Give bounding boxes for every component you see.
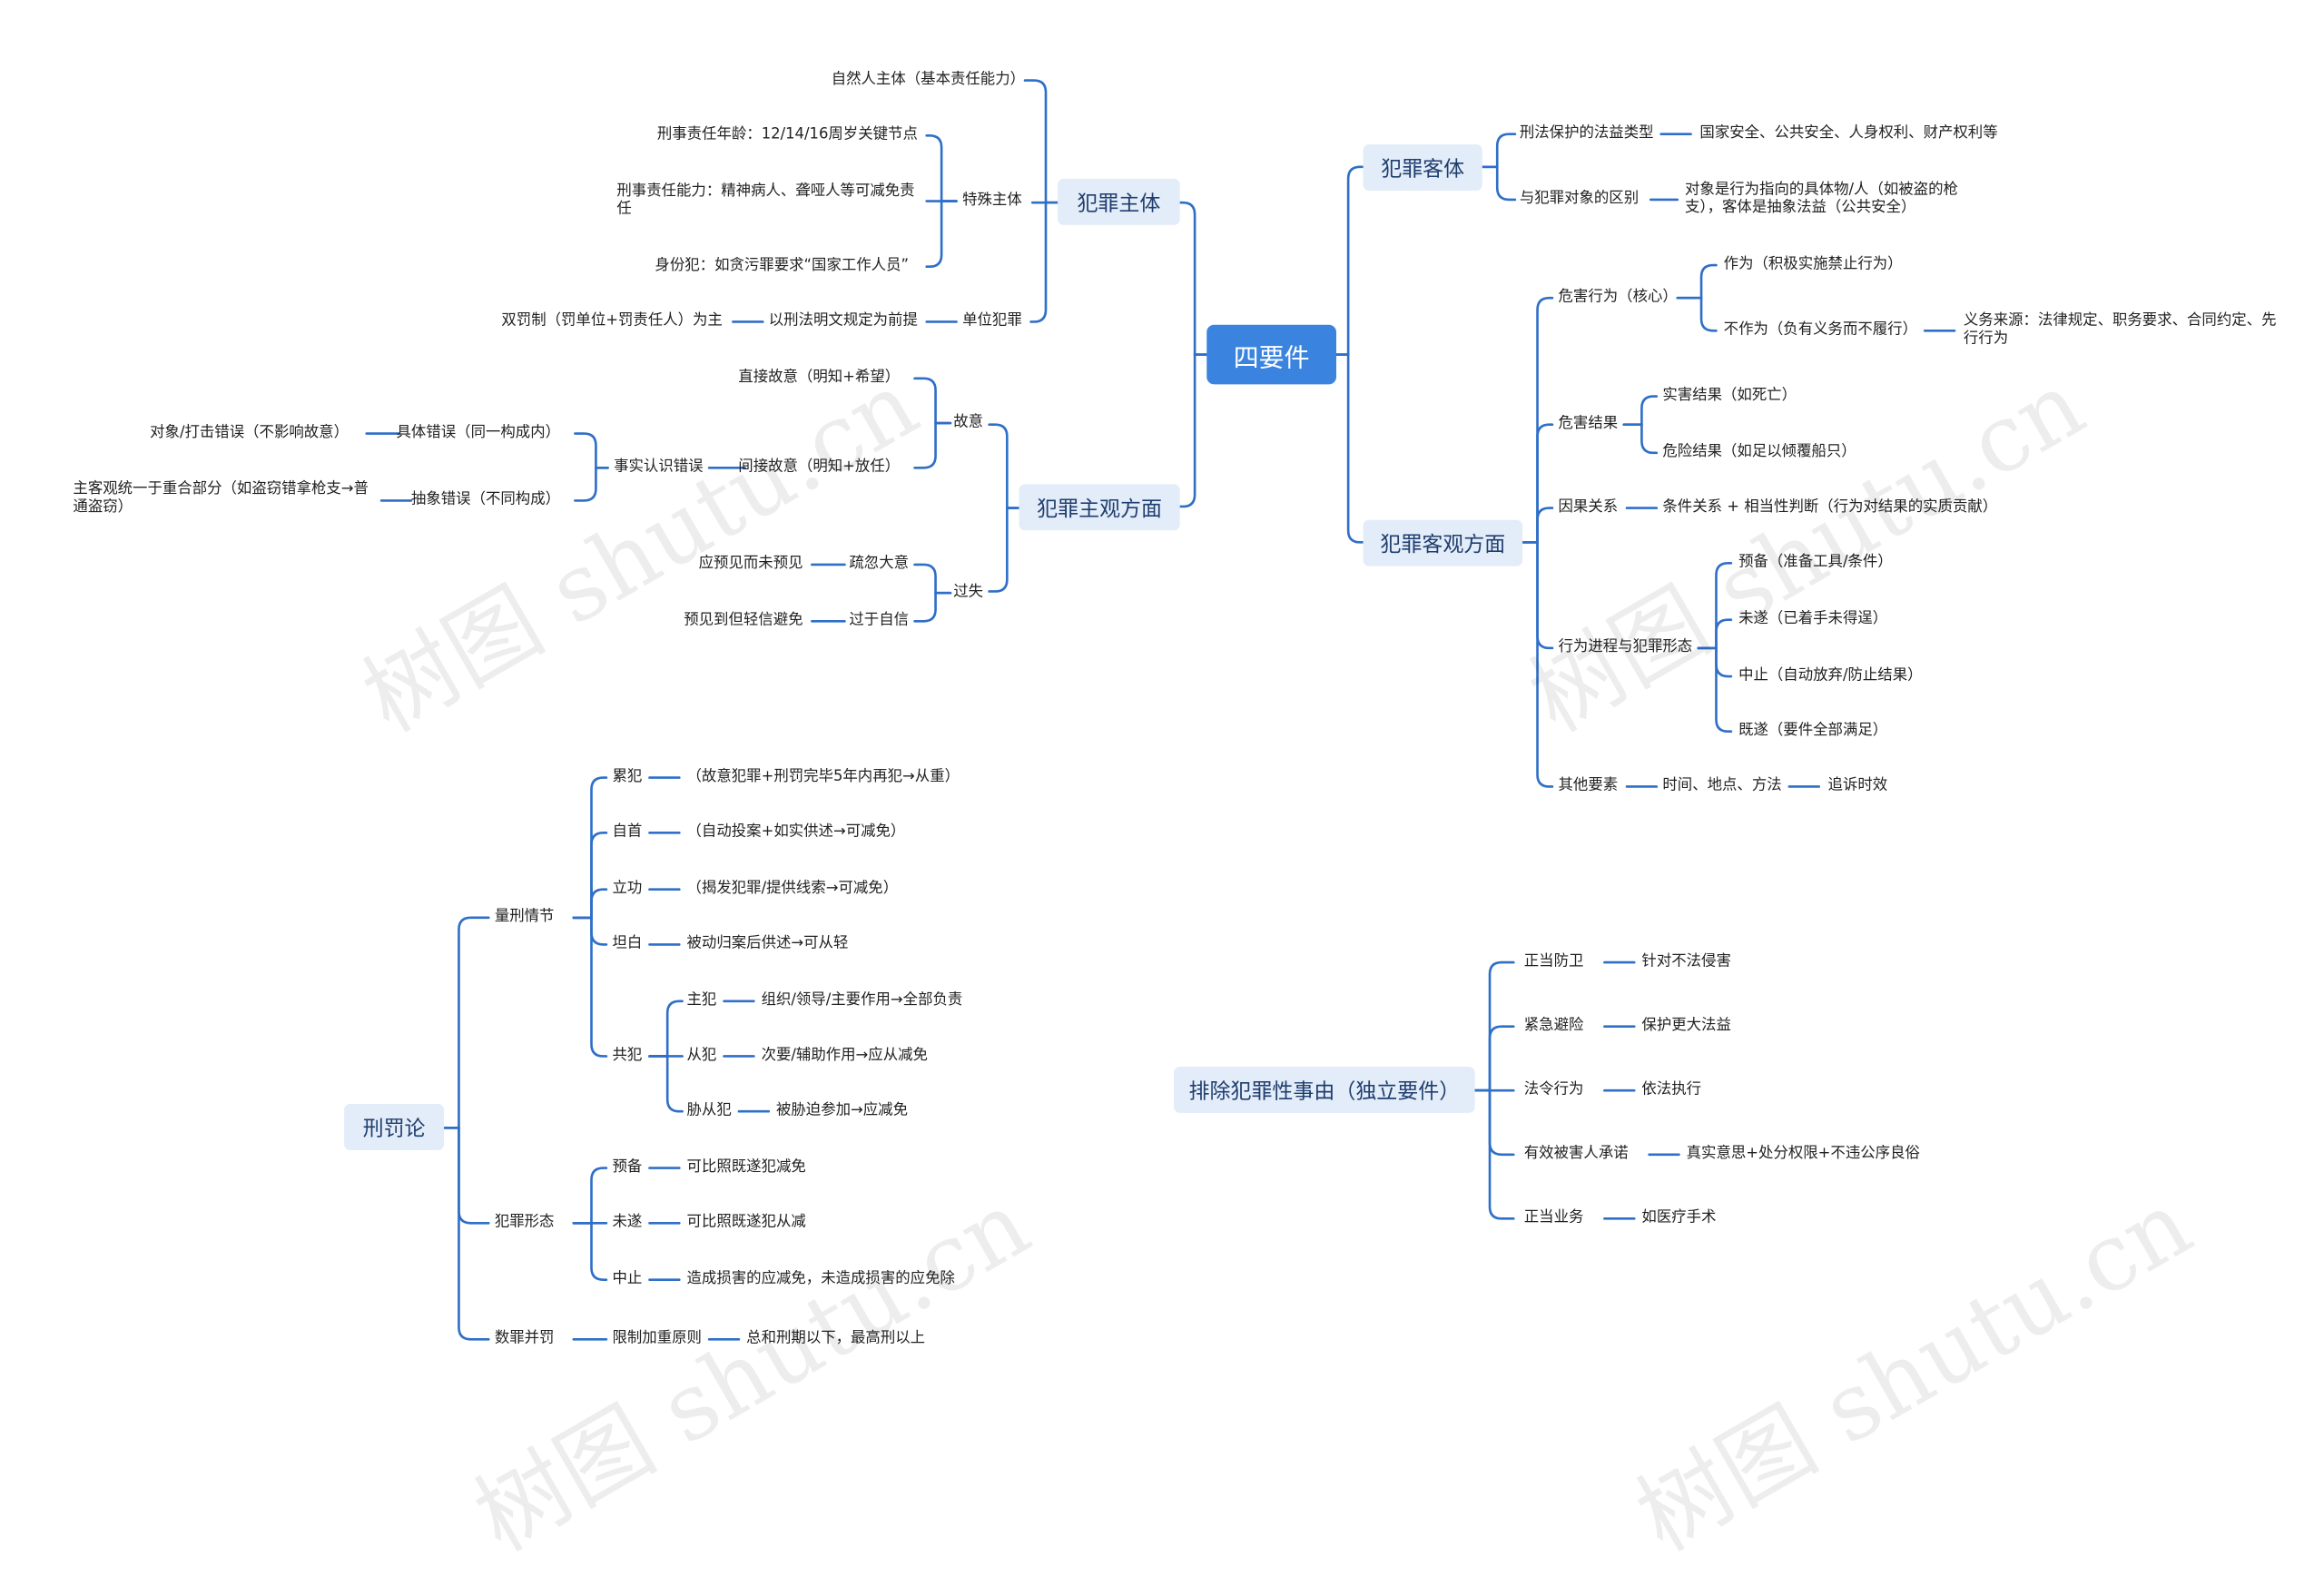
node-intent[interactable]: 故意 xyxy=(953,414,984,431)
mind-map-canvas: 树图 shutu.cn 树图 shutu.cn 树图 shutu.cn 树图 s… xyxy=(73,71,2277,1572)
node-form-abandon-note[interactable]: 造成损害的应减免，未造成损害的应免除 xyxy=(686,1270,955,1287)
node-form-attempt[interactable]: 未遂 xyxy=(612,1214,643,1231)
node-other-elements[interactable]: 其他要素 xyxy=(1558,777,1619,794)
node-form-prep[interactable]: 预备 xyxy=(612,1158,643,1176)
node-actual-result[interactable]: 实害结果（如死亡） xyxy=(1662,387,1797,404)
node-causation-note[interactable]: 条件关系 + 相当性判断（行为对结果的实质贡献） xyxy=(1662,498,1998,516)
node-harmful-act[interactable]: 危害行为（核心） xyxy=(1558,289,1678,306)
node-identity[interactable]: 身份犯：如贪污罪要求“国家工作人员” xyxy=(655,257,910,274)
node-confession[interactable]: 坦白 xyxy=(612,935,643,952)
node-exclusion-value[interactable]: 针对不法侵害 xyxy=(1641,953,1731,970)
node-recidivism-note[interactable]: （故意犯罪+刑罚完毕5年内再犯→从重） xyxy=(686,768,960,785)
node-object-diff[interactable]: 与犯罪对象的区别 xyxy=(1519,191,1640,208)
node-exclusion-key[interactable]: 正当业务 xyxy=(1523,1209,1584,1226)
connector-lines xyxy=(365,79,1956,1341)
node-principal-note[interactable]: 组织/领导/主要作用→全部负责 xyxy=(761,991,963,1009)
node-coerced-note[interactable]: 被胁迫参加→应减免 xyxy=(775,1102,909,1119)
node-exclusion-key[interactable]: 正当防卫 xyxy=(1523,953,1584,970)
node-careless-note[interactable]: 应预见而未预见 xyxy=(698,556,803,573)
node-exclusion-key[interactable]: 有效被害人承诺 xyxy=(1523,1145,1629,1162)
node-careless[interactable]: 疏忽大意 xyxy=(849,556,910,573)
node-principal[interactable]: 主犯 xyxy=(686,991,717,1009)
node-accessory-note[interactable]: 次要/辅助作用→应从减免 xyxy=(761,1047,928,1064)
branch-objective[interactable]: 犯罪客观方面 xyxy=(1363,519,1523,566)
node-accessory[interactable]: 从犯 xyxy=(686,1047,717,1064)
node-commission[interactable]: 作为（积极实施禁止行为） xyxy=(1723,256,1903,273)
node-form-attempt-note[interactable]: 可比照既遂犯从减 xyxy=(686,1214,806,1231)
node-stage-attempt[interactable]: 未遂（已着手未得逞） xyxy=(1738,610,1888,627)
node-indirect-intent[interactable]: 间接故意（明知+放任） xyxy=(738,458,901,476)
node-legal-interest[interactable]: 刑法保护的法益类型 xyxy=(1519,124,1654,142)
node-capacity[interactable]: 刑事责任能力：精神病人、聋哑人等可减免责任 xyxy=(616,182,915,218)
node-causation[interactable]: 因果关系 xyxy=(1558,498,1619,516)
node-natural-subject[interactable]: 自然人主体（基本责任能力） xyxy=(831,71,1026,88)
node-abstract-error[interactable]: 抽象错误（不同构成） xyxy=(410,491,561,508)
node-age[interactable]: 刑事责任年龄：12/14/16周岁关键节点 xyxy=(656,126,918,143)
node-limited-aggravation[interactable]: 限制加重原则 xyxy=(612,1330,702,1347)
node-surrender[interactable]: 自首 xyxy=(612,823,643,841)
node-recidivism[interactable]: 累犯 xyxy=(612,768,643,785)
node-limited-aggravation-note[interactable]: 总和刑期以下，最高刑以上 xyxy=(746,1330,926,1347)
node-form-prep-note[interactable]: 可比照既遂犯减免 xyxy=(686,1158,806,1176)
root-node[interactable]: 四要件 xyxy=(1206,324,1336,385)
node-coerced[interactable]: 胁从犯 xyxy=(686,1102,732,1119)
node-form-abandon[interactable]: 中止 xyxy=(612,1270,643,1287)
node-danger-result[interactable]: 危险结果（如足以倾覆船只） xyxy=(1662,444,1856,461)
node-exclusion-value[interactable]: 保护更大法益 xyxy=(1641,1017,1731,1034)
node-overconfident[interactable]: 过于自信 xyxy=(849,612,910,629)
node-limitation[interactable]: 追诉时效 xyxy=(1827,777,1888,794)
branch-penalty[interactable]: 刑罚论 xyxy=(344,1104,445,1150)
node-object-diff-note[interactable]: 对象是行为指向的具体物/人（如被盗的枪支），客体是抽象法益（公共安全） xyxy=(1685,182,1958,216)
node-special-subject[interactable]: 特殊主体 xyxy=(962,192,1022,209)
node-crime-stages[interactable]: 行为进程与犯罪形态 xyxy=(1558,639,1693,656)
node-legal-interest-note[interactable]: 国家安全、公共安全、人身权利、财产权利等 xyxy=(1699,124,1998,142)
node-unit-premise[interactable]: 以刑法明文规定为前提 xyxy=(768,312,918,330)
node-fact-error[interactable]: 事实认识错误 xyxy=(614,458,704,476)
node-joint-crime[interactable]: 共犯 xyxy=(612,1047,643,1064)
node-duty-source[interactable]: 义务来源：法律规定、职务要求、合同约定、先行行为 xyxy=(1963,312,2277,348)
node-harmful-result[interactable]: 危害结果 xyxy=(1558,415,1619,432)
node-exclusion-key[interactable]: 紧急避险 xyxy=(1523,1017,1584,1034)
node-crime-forms[interactable]: 犯罪形态 xyxy=(494,1214,555,1231)
node-concrete-error[interactable]: 具体错误（同一构成内） xyxy=(396,424,561,441)
node-negligence[interactable]: 过失 xyxy=(953,584,984,601)
node-exclusion-value[interactable]: 依法执行 xyxy=(1641,1081,1702,1098)
node-exclusion-key[interactable]: 法令行为 xyxy=(1523,1081,1584,1098)
node-stage-complete[interactable]: 既遂（要件全部满足） xyxy=(1738,722,1888,739)
branch-object[interactable]: 犯罪客体 xyxy=(1363,144,1482,192)
node-concrete-note[interactable]: 对象/打击错误（不影响故意） xyxy=(150,424,349,441)
node-surrender-note[interactable]: （自动投案+如实供述→可减免） xyxy=(686,823,906,841)
node-exclusion-value[interactable]: 真实意思+处分权限+不违公序良俗 xyxy=(1686,1145,1920,1162)
node-merit-note[interactable]: （揭发犯罪/提供线索→可减免） xyxy=(686,880,899,897)
node-overconfident-note[interactable]: 预见到但轻信避免 xyxy=(684,612,803,629)
branch-subjective[interactable]: 犯罪主观方面 xyxy=(1019,484,1180,531)
node-stage-prep[interactable]: 预备（准备工具/条件） xyxy=(1738,554,1893,571)
node-unit-crime[interactable]: 单位犯罪 xyxy=(962,312,1022,330)
node-stage-abandon[interactable]: 中止（自动放弃/防止结果） xyxy=(1738,667,1923,685)
node-unit-penalty[interactable]: 双罚制（罚单位+罚责任人）为主 xyxy=(501,312,723,330)
node-confession-note[interactable]: 被动归案后供述→可从轻 xyxy=(686,935,849,952)
node-sentencing[interactable]: 量刑情节 xyxy=(494,909,555,926)
node-omission[interactable]: 不作为（负有义务而不履行） xyxy=(1723,321,1917,339)
node-direct-intent[interactable]: 直接故意（明知+希望） xyxy=(738,369,901,387)
node-exclusion-value[interactable]: 如医疗手术 xyxy=(1641,1209,1717,1226)
node-multiple-crimes[interactable]: 数罪并罚 xyxy=(494,1330,555,1347)
node-merit[interactable]: 立功 xyxy=(612,880,643,897)
node-abstract-note[interactable]: 主客观统一于重合部分（如盗窃错拿枪支→普通盗窃） xyxy=(73,481,369,516)
branch-subject[interactable]: 犯罪主体 xyxy=(1058,178,1180,225)
branch-exclusion[interactable]: 排除犯罪性事由（独立要件） xyxy=(1174,1066,1475,1113)
node-other-note[interactable]: 时间、地点、方法 xyxy=(1662,777,1782,794)
